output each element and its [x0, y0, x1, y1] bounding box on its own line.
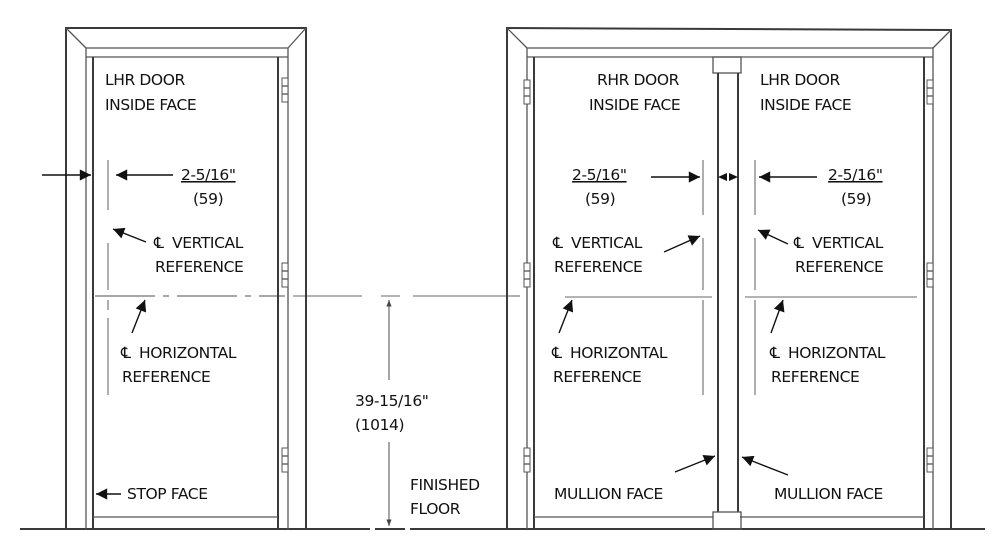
door-title: LHR DOOR [105, 71, 186, 89]
horizontal-ref-label-left-2: REFERENCE [553, 368, 641, 386]
centerline-symbol: ℄ [793, 234, 804, 252]
vertical-ref-label-2: REFERENCE [155, 258, 243, 276]
mullion-face-label-left: MULLION FACE [554, 485, 663, 503]
hinge-icon [523, 79, 531, 105]
vertical-ref-label-left-2: REFERENCE [554, 258, 642, 276]
door-subtitle: INSIDE FACE [105, 96, 196, 114]
hinge-icon [281, 447, 289, 473]
door-title-rhr: RHR DOOR [597, 71, 680, 89]
hinge-icon [926, 447, 934, 473]
vertical-ref-arrow-right [757, 229, 789, 245]
finished-floor-label-2: FLOOR [410, 500, 461, 518]
hinge-icon [523, 262, 531, 288]
hinge-icon [281, 262, 289, 288]
horizontal-ref-label-left: HORIZONTAL [570, 344, 668, 362]
horizontal-ref-label: HORIZONTAL [139, 344, 237, 362]
centerline-symbol: ℄ [769, 344, 780, 362]
mullion [712, 56, 742, 530]
horizontal-ref-arrow-right [770, 299, 785, 334]
vertical-ref-label-right: VERTICAL [812, 234, 884, 252]
offset-imperial: 2-5/16" [181, 166, 236, 184]
finished-floor-label: FINISHED [410, 476, 480, 494]
offset-metric-right: (59) [841, 190, 871, 208]
horizontal-ref-arrow-left [558, 299, 574, 334]
centerline-symbol: ℄ [551, 344, 562, 362]
horizontal-ref-label-right-2: REFERENCE [771, 368, 859, 386]
mullion-face-arrow-left [674, 454, 716, 473]
horizontal-ref-label-2: REFERENCE [122, 368, 210, 386]
offset-imperial-left: 2-5/16" [572, 166, 627, 184]
double-door-frame [506, 26, 952, 529]
centerline-symbol: ℄ [552, 234, 563, 252]
vertical-ref-label-right-2: REFERENCE [795, 258, 883, 276]
offset-imperial-right: 2-5/16" [828, 166, 883, 184]
horizontal-ref-label-right: HORIZONTAL [788, 344, 886, 362]
offset-metric-left: (59) [585, 190, 615, 208]
height-imperial: 39-15/16" [355, 392, 429, 410]
hinge-icon [523, 447, 531, 473]
door-subtitle-rhr: INSIDE FACE [589, 96, 680, 114]
hinge-icon [926, 262, 934, 288]
mullion-face-label-right: MULLION FACE [774, 485, 883, 503]
stop-face-label: STOP FACE [127, 485, 208, 503]
door-subtitle-lhr: INSIDE FACE [760, 96, 851, 114]
mullion-gap-arrows [718, 173, 738, 181]
centerline-symbol: ℄ [120, 344, 131, 362]
door-title-lhr: LHR DOOR [760, 71, 841, 89]
vertical-ref-label-left: VERTICAL [571, 234, 643, 252]
vertical-ref-arrow [112, 227, 147, 243]
vertical-ref-label: VERTICAL [172, 234, 244, 252]
vertical-ref-arrow-left [663, 235, 701, 253]
height-metric: (1014) [355, 416, 404, 434]
offset-metric: (59) [193, 190, 223, 208]
hinge-icon [281, 77, 289, 103]
centerline-symbol: ℄ [153, 234, 164, 252]
hinge-icon [926, 79, 934, 105]
horizontal-ref-arrow [131, 299, 147, 334]
mullion-face-arrow-right [741, 455, 789, 476]
